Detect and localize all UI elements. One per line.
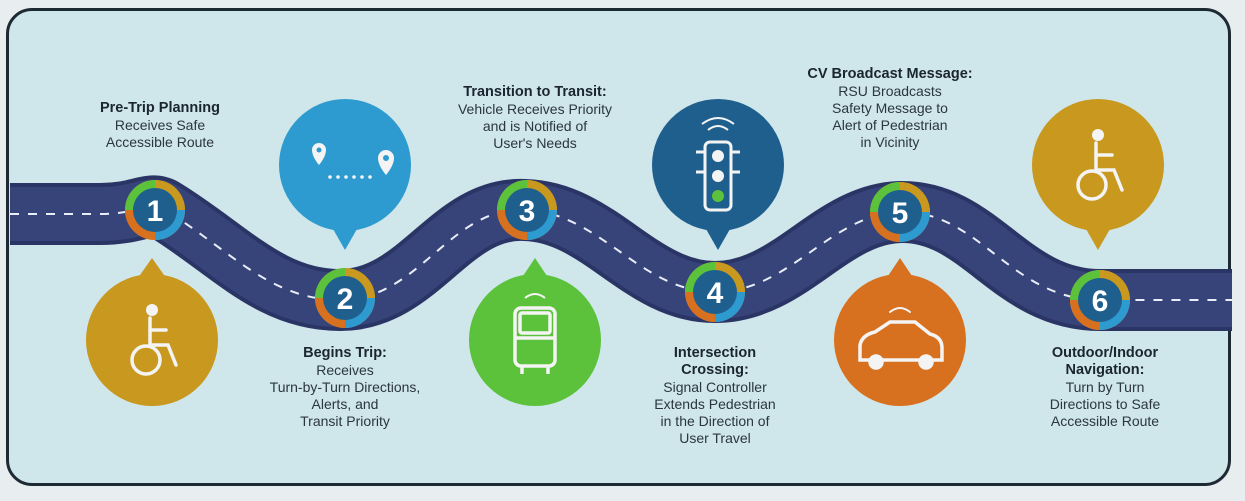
step-2-label: Begins Trip: Receives Turn-by-Turn Direc… (235, 345, 455, 430)
step-5-description: RSU Broadcasts Safety Message to Alert o… (832, 83, 948, 150)
connected-car-icon (858, 307, 944, 370)
step-marker-2: 2 (315, 268, 375, 328)
traffic-signal-icon (696, 117, 740, 212)
bubble-1 (86, 258, 218, 406)
step-4-title: Intersection Crossing: (673, 345, 757, 378)
step-2-description: Receives Turn-by-Turn Directions, Alerts… (269, 362, 421, 429)
step-marker-5: 5 (870, 182, 930, 242)
step-3-title: Transition to Transit: (463, 84, 607, 100)
step-6-title: Outdoor/Indoor Navigation: (1051, 345, 1159, 378)
map-route-icon (312, 143, 394, 179)
bubble-6 (1032, 99, 1164, 250)
step-1-title: Pre-Trip Planning (99, 100, 221, 116)
step-5-label: CV Broadcast Message: RSU Broadcasts Saf… (780, 66, 1000, 151)
step-number: 1 (147, 195, 164, 228)
step-1-label: Pre-Trip Planning Receives Safe Accessib… (60, 100, 260, 151)
step-6-description: Turn by Turn Directions to Safe Accessib… (1049, 379, 1161, 429)
bubble-5 (834, 258, 966, 406)
bubble-3 (469, 258, 601, 406)
step-4-label: Intersection Crossing: Signal Controller… (610, 345, 820, 447)
step-1-description: Receives Safe Accessible Route (105, 117, 215, 150)
step-number: 2 (337, 283, 354, 316)
step-5-title: CV Broadcast Message: (807, 66, 973, 82)
step-marker-3: 3 (497, 180, 557, 240)
step-number: 3 (519, 195, 536, 228)
step-3-description: Vehicle Receives Priority and is Notifie… (457, 101, 613, 151)
step-6-label: Outdoor/Indoor Navigation: Turn by Turn … (1000, 345, 1210, 430)
bus-icon (513, 293, 557, 374)
bubble-4 (652, 99, 784, 250)
wheelchair-user-icon (130, 304, 178, 376)
road (10, 175, 1232, 332)
step-number: 6 (1092, 285, 1109, 318)
step-number: 5 (892, 197, 909, 230)
step-marker-6: 6 (1070, 270, 1130, 330)
step-marker-1: 1 (125, 180, 185, 240)
step-2-title: Begins Trip: (303, 345, 387, 361)
step-4-description: Signal Controller Extends Pedestrian in … (654, 379, 776, 446)
wheelchair-user-icon (1076, 129, 1124, 201)
step-number: 4 (707, 277, 724, 310)
step-marker-4: 4 (685, 262, 745, 322)
step-3-label: Transition to Transit: Vehicle Receives … (420, 84, 650, 152)
bubble-2 (279, 99, 411, 250)
